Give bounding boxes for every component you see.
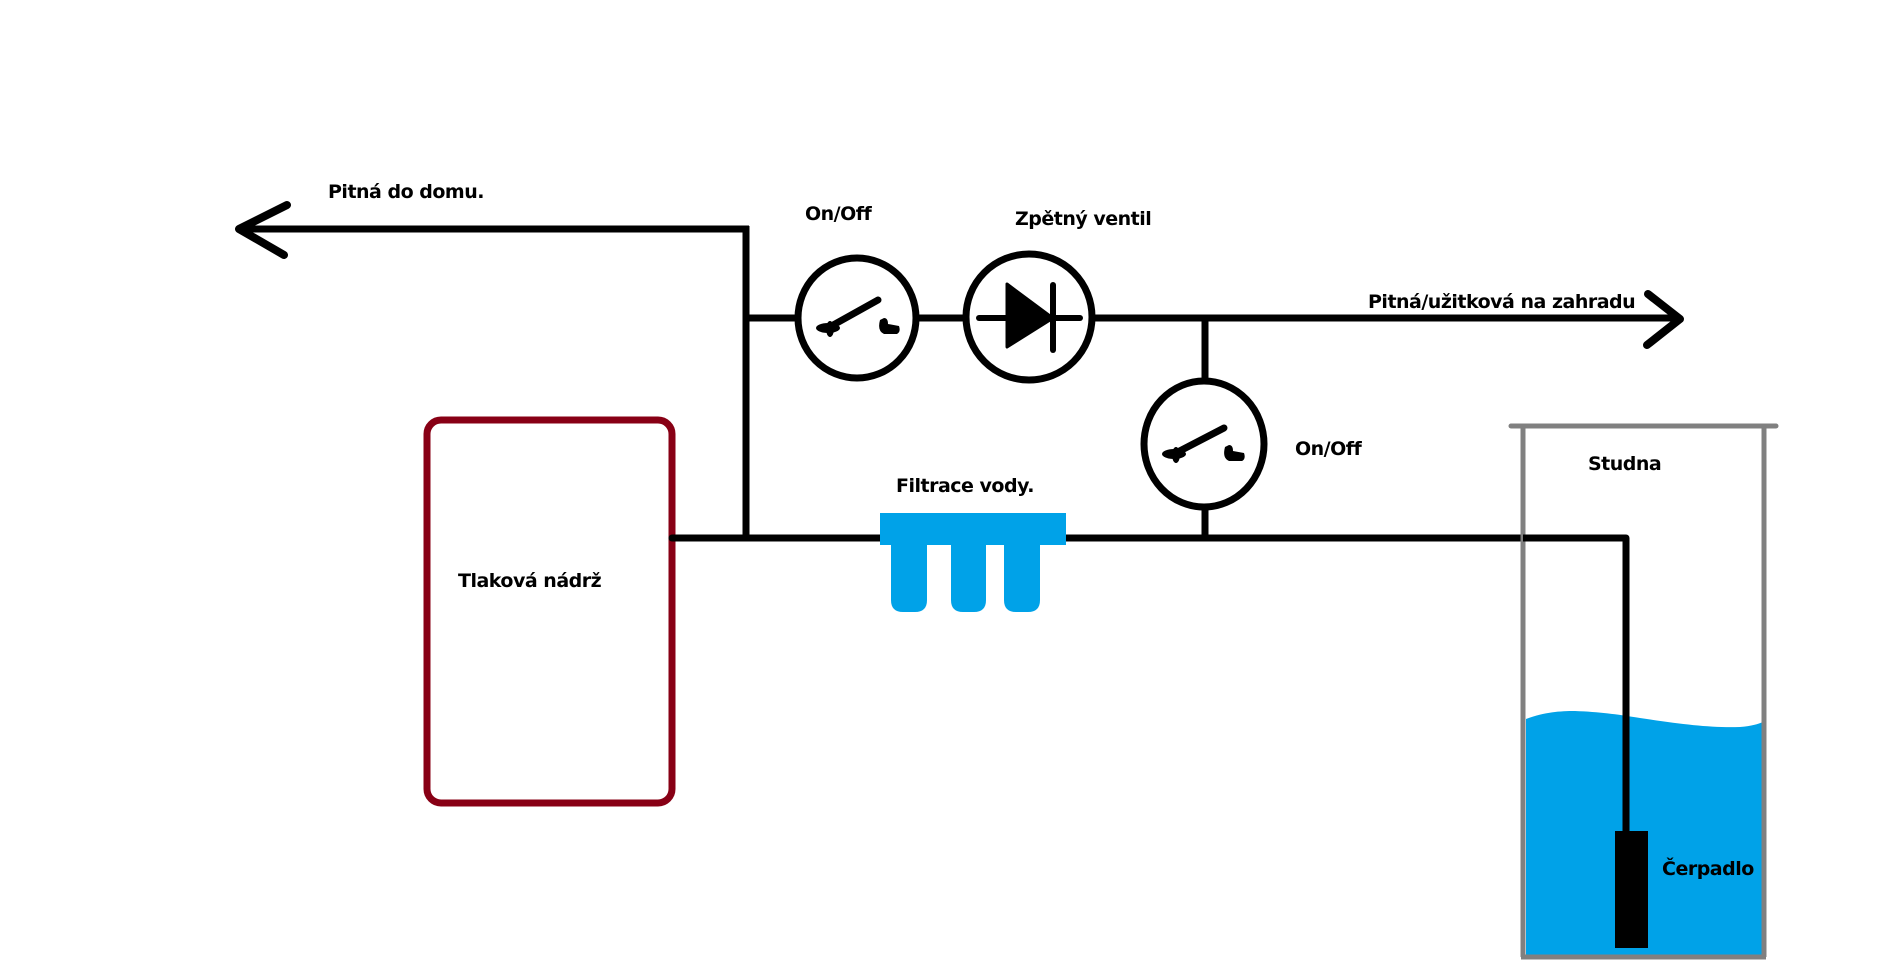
- filter-cartridge: [951, 540, 986, 612]
- label-well: Studna: [1588, 453, 1662, 475]
- label-house-outlet: Pitná do domu.: [328, 181, 484, 203]
- water-filter[interactable]: [880, 513, 1066, 612]
- switch-icon: [816, 296, 900, 337]
- valve-body: [794, 254, 920, 382]
- label-garden-outlet: Pitná/užitková na zahradu: [1368, 291, 1636, 313]
- check-valve[interactable]: [962, 250, 1096, 384]
- label-filter: Filtrace vody.: [896, 475, 1034, 497]
- label-valve-top: On/Off: [805, 203, 872, 225]
- label-valve-bypass: On/Off: [1295, 438, 1362, 460]
- pipe-well-drop: [1523, 534, 1630, 832]
- filter-head: [880, 513, 1066, 545]
- arrow-left-icon: [235, 201, 291, 259]
- arrow-right-icon: [1643, 290, 1684, 349]
- pressure-tank: [423, 416, 676, 807]
- label-check-valve: Zpětný ventil: [1015, 208, 1152, 230]
- on-off-valve-bypass[interactable]: [1140, 377, 1268, 511]
- switch-icon: [1162, 424, 1245, 463]
- filter-cartridge: [891, 540, 927, 612]
- diode-icon: [976, 282, 1083, 353]
- valve-body: [1140, 377, 1268, 511]
- label-tank: Tlaková nádrž: [458, 570, 602, 592]
- label-pump: Čerpadlo: [1662, 858, 1754, 880]
- on-off-valve-top[interactable]: [794, 254, 920, 382]
- filter-cartridge: [1004, 540, 1040, 612]
- submersible-pump[interactable]: [1615, 831, 1648, 948]
